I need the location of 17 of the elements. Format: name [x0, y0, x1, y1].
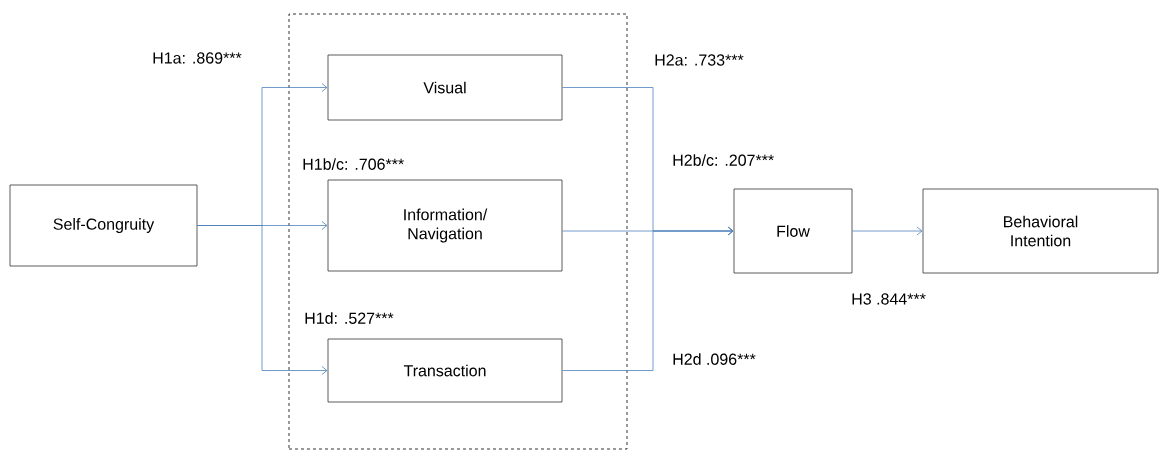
nested-box: Transaction: [327, 338, 563, 403]
coefficient-label: H2a: .733***: [655, 54, 744, 66]
coefficient-label: H2d .096***: [673, 353, 756, 365]
nested-box: Visual: [327, 54, 563, 121]
coefficient-label: H1a: .869***: [153, 52, 242, 64]
process-box: Self-Congruity: [9, 184, 198, 267]
dashed-group-box: [288, 13, 628, 450]
process-box: Flow: [733, 188, 853, 274]
arrow: [197, 225, 328, 375]
nested-box: Information/ Navigation: [327, 179, 563, 272]
arrow: [852, 226, 923, 236]
coefficient-label: H3 .844***: [852, 293, 926, 305]
process-box: Behavioral Intention: [922, 188, 1159, 274]
coefficient-label: H1d: .527***: [305, 312, 394, 324]
coefficient-label: H2b/c: .207***: [673, 154, 774, 166]
coefficient-label: H1b/c: .706***: [303, 158, 404, 170]
arrow: [562, 226, 734, 371]
